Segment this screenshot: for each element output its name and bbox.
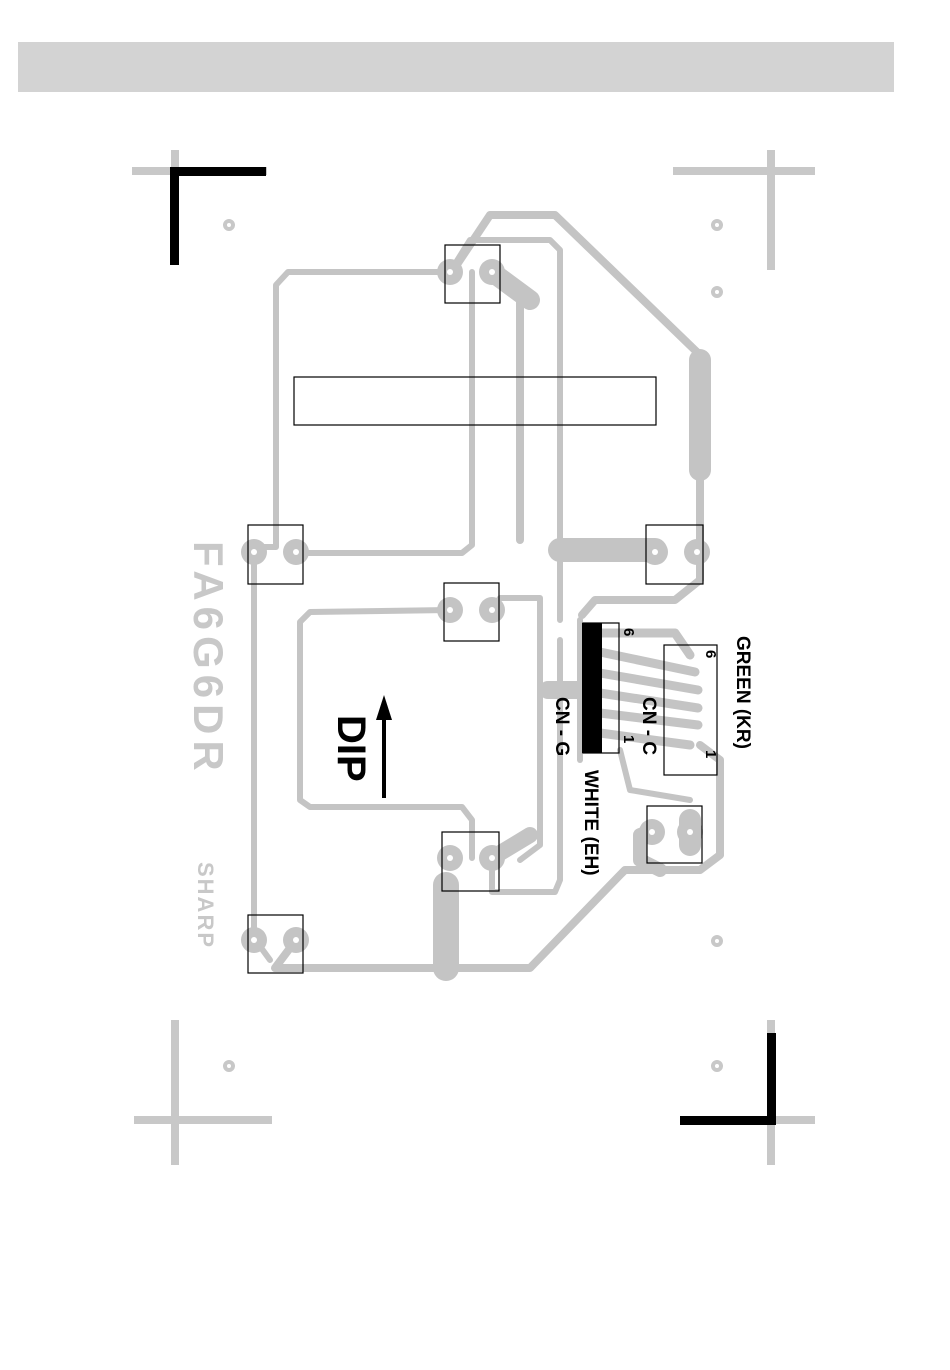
cn-g-pin-last: 6 bbox=[620, 628, 637, 636]
cn-c-pin-last: 6 bbox=[702, 650, 719, 658]
cn-c-wire-color: GREEN (KR) bbox=[732, 636, 753, 749]
dip-arrow bbox=[376, 695, 392, 798]
connector-cn-g-body bbox=[582, 623, 602, 753]
cn-c-label: CN - C bbox=[638, 697, 659, 755]
silkscreen-model: FA6G6DR bbox=[185, 541, 232, 777]
cn-c-pin-first: 1 bbox=[702, 750, 719, 758]
cn-g-label: CN - G bbox=[551, 697, 572, 756]
dip-label: DIP bbox=[329, 715, 373, 782]
cn-g-pin-first: 1 bbox=[620, 735, 637, 743]
silkscreen-brand: SHARP bbox=[193, 862, 218, 949]
cn-g-wire-color: WHITE (EH) bbox=[580, 770, 601, 876]
pad-holes bbox=[251, 269, 700, 943]
